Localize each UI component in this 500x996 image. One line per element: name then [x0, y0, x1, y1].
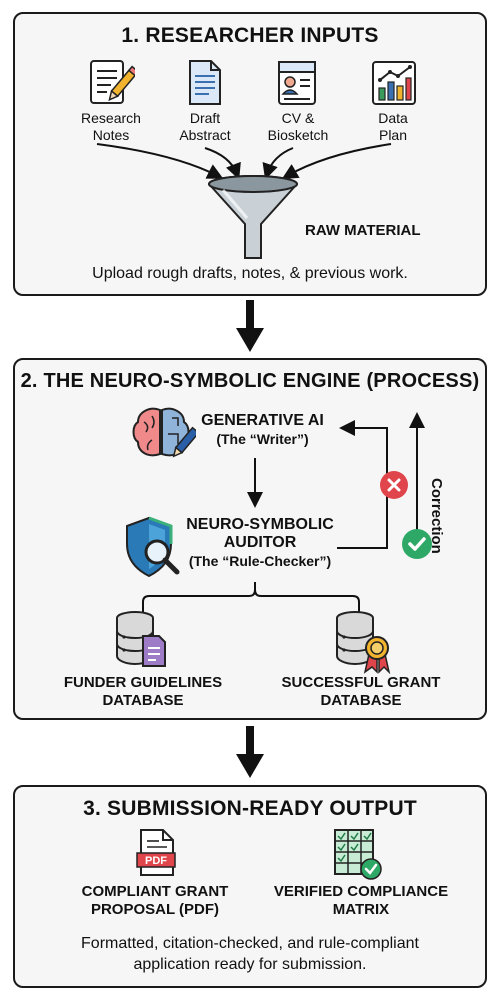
- reject-x-icon: [379, 470, 409, 505]
- down-arrow-2: [236, 726, 264, 778]
- correction-label-wrap: Correction: [425, 478, 445, 554]
- neuro-symbolic-engine-panel: 2. THE NEURO-SYMBOLIC ENGINE (PROCESS) G…: [13, 358, 487, 720]
- section-description: Formatted, citation-checked, and rule-co…: [81, 935, 419, 973]
- database-award-icon: [333, 610, 391, 679]
- approve-check-icon: [401, 528, 433, 565]
- data-plan-icon: [370, 58, 418, 113]
- researcher-inputs-panel: 1. RESEARCHER INPUTS: [13, 12, 487, 296]
- section-title: 1. RESEARCHER INPUTS: [121, 24, 379, 47]
- pdf-document-icon: PDF: [135, 827, 181, 884]
- submission-output-panel: 3. SUBMISSION-READY OUTPUT PDF COMPLIANT…: [13, 785, 487, 988]
- input-label-cv-biosketch: CV &Biosketch: [267, 110, 329, 143]
- funnel-label: RAW MATERIAL: [305, 222, 421, 239]
- generative-ai-label: GENERATIVE AI (The “Writer”): [201, 412, 324, 447]
- database-document-icon: [113, 610, 169, 675]
- pdf-badge-text: PDF: [145, 855, 167, 867]
- draft-abstract-icon: [185, 58, 225, 113]
- down-arrow-1: [236, 300, 264, 352]
- section-title: 3. SUBMISSION-READY OUTPUT: [83, 797, 417, 820]
- shield-magnifier-icon: [121, 514, 183, 585]
- correction-label: Correction: [428, 478, 445, 554]
- converging-arrows: [96, 143, 392, 180]
- cv-biosketch-icon: [275, 58, 319, 113]
- section-description: Upload rough drafts, notes, & previous w…: [92, 265, 408, 282]
- section-title: 2. THE NEURO-SYMBOLIC ENGINE (PROCESS): [20, 370, 480, 392]
- checklist-matrix-icon: [331, 827, 383, 886]
- funnel-icon: [203, 174, 303, 267]
- brain-pen-icon: [132, 404, 200, 469]
- auditor-label: NEURO-SYMBOLIC AUDITOR (The “Rule-Checke…: [186, 516, 334, 569]
